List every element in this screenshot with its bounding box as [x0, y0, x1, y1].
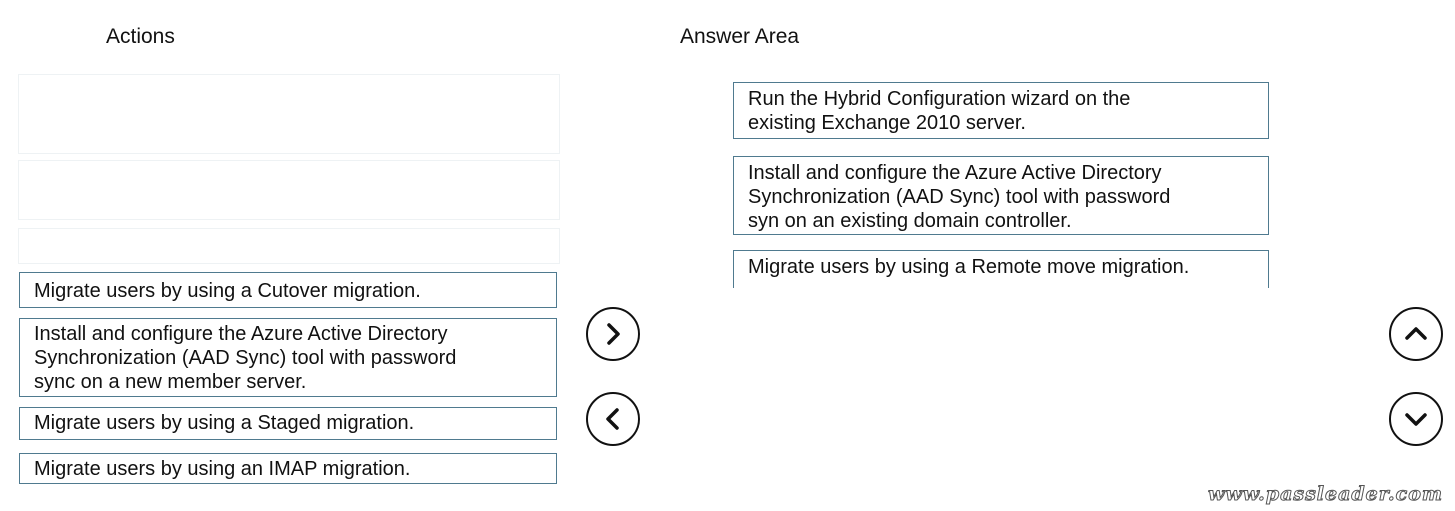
answer-item-text: Run the Hybrid Configuration wizard on t… — [748, 88, 1131, 110]
action-item-text: sync on a new member server. — [34, 371, 307, 393]
answer-item-text: syn on an existing domain controller. — [748, 210, 1072, 232]
answer-area-heading: Answer Area — [680, 25, 800, 48]
action-item-staged-migration[interactable]: Migrate users by using a Staged migratio… — [19, 407, 557, 440]
answer-item-remote-move-migration[interactable]: Migrate users by using a Remote move mig… — [733, 250, 1269, 288]
answer-item-text: Migrate users by using a Remote move mig… — [748, 256, 1190, 278]
chevron-left-icon — [606, 408, 619, 430]
actions-heading: Actions — [106, 25, 175, 48]
action-item-imap-migration[interactable]: Migrate users by using an IMAP migration… — [19, 453, 557, 484]
action-item-cutover-migration[interactable]: Migrate users by using a Cutover migrati… — [19, 272, 557, 308]
action-item-text: Migrate users by using a Cutover migrati… — [34, 280, 421, 302]
action-item-text: Synchronization (AAD Sync) tool with pas… — [34, 347, 457, 369]
move-right-button[interactable] — [586, 307, 640, 361]
chevron-up-icon — [1405, 327, 1427, 340]
answer-item-aad-sync-domain-controller[interactable]: Install and configure the Azure Active D… — [733, 156, 1269, 235]
chevron-right-icon — [607, 323, 620, 345]
action-item-aad-sync-member-server[interactable]: Install and configure the Azure Active D… — [19, 318, 557, 397]
move-left-button[interactable] — [586, 392, 640, 446]
answer-item-text: Synchronization (AAD Sync) tool with pas… — [748, 186, 1171, 208]
action-item-text: Install and configure the Azure Active D… — [34, 323, 448, 345]
answer-item-text: existing Exchange 2010 server. — [748, 112, 1026, 134]
empty-action-slot — [18, 160, 560, 220]
answer-item-hybrid-configuration[interactable]: Run the Hybrid Configuration wizard on t… — [733, 82, 1269, 139]
answer-item-text: Install and configure the Azure Active D… — [748, 162, 1162, 184]
chevron-down-icon — [1405, 413, 1427, 426]
action-item-text: Migrate users by using an IMAP migration… — [34, 458, 411, 480]
move-down-button[interactable] — [1389, 392, 1443, 446]
watermark-text: www.passleader.com — [1208, 483, 1443, 506]
empty-action-slot — [18, 228, 560, 264]
empty-action-slot — [18, 74, 560, 154]
move-up-button[interactable] — [1389, 307, 1443, 361]
action-item-text: Migrate users by using a Staged migratio… — [34, 412, 415, 434]
